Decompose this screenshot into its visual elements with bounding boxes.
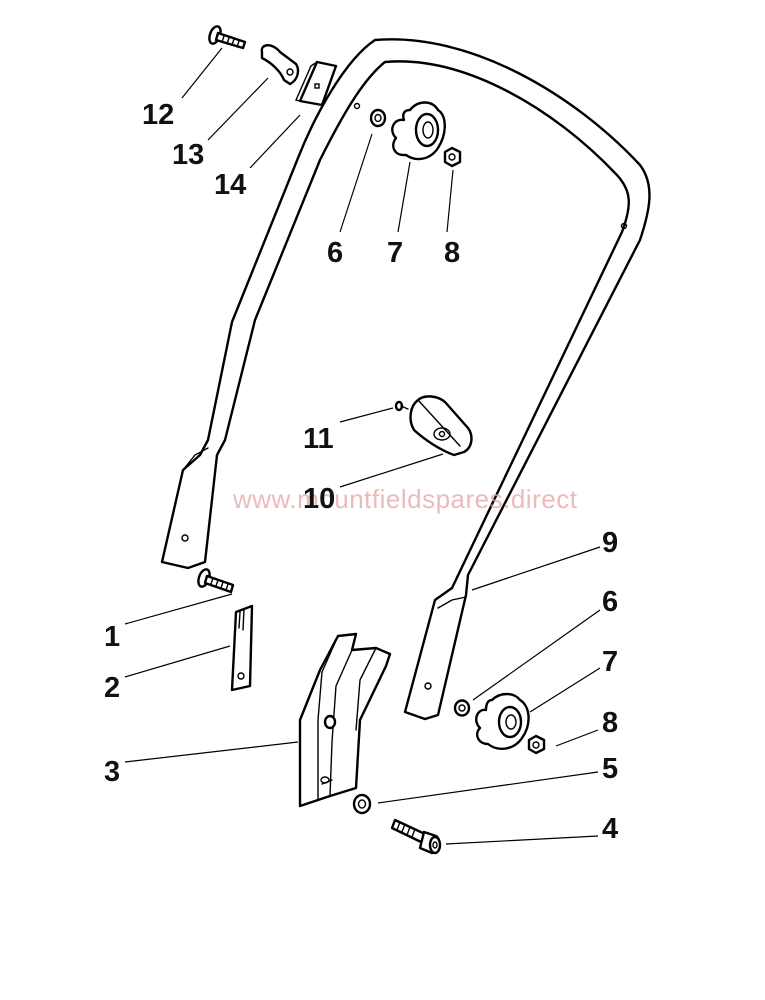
upper-handle-bar [160, 38, 651, 721]
star-knob-7-upper [391, 101, 446, 161]
callout-13: 13 [172, 139, 204, 171]
nut-8-lower [527, 734, 546, 755]
callout-7-upper: 7 [387, 237, 403, 269]
nut-8-upper [443, 146, 462, 168]
callout-1: 1 [104, 621, 120, 653]
bolt-12 [208, 25, 247, 50]
socket-bolt-4 [390, 818, 442, 855]
callout-9: 9 [602, 527, 618, 559]
callout-10: 10 [303, 483, 335, 515]
callout-6-lower: 6 [602, 586, 618, 618]
callout-5: 5 [602, 753, 618, 785]
callout-12: 12 [142, 99, 174, 131]
washer-6-lower [453, 699, 471, 717]
callout-7-lower: 7 [602, 646, 618, 678]
bolt-1 [197, 568, 235, 594]
bracket-plate-2 [230, 604, 254, 692]
star-knob-7-lower [475, 692, 530, 750]
washer-6-upper [369, 108, 387, 128]
watermark-text: www.mountfieldspares.direct [232, 484, 578, 514]
callout-14: 14 [214, 169, 246, 201]
callout-8-upper: 8 [444, 237, 460, 269]
cable-guide-10 [409, 395, 473, 457]
screw-11 [394, 400, 409, 412]
leader-lines [124, 47, 601, 845]
callout-8-lower: 8 [602, 707, 618, 739]
callout-11: 11 [303, 423, 334, 455]
callout-2: 2 [104, 672, 120, 704]
washer-5 [352, 793, 372, 815]
lower-handle-bracket-3 [298, 632, 392, 808]
clamp-plate-14 [295, 60, 338, 107]
callout-3: 3 [104, 756, 120, 788]
callout-4: 4 [602, 813, 618, 845]
callout-6-upper: 6 [327, 237, 343, 269]
cable-clip-13 [260, 44, 300, 86]
